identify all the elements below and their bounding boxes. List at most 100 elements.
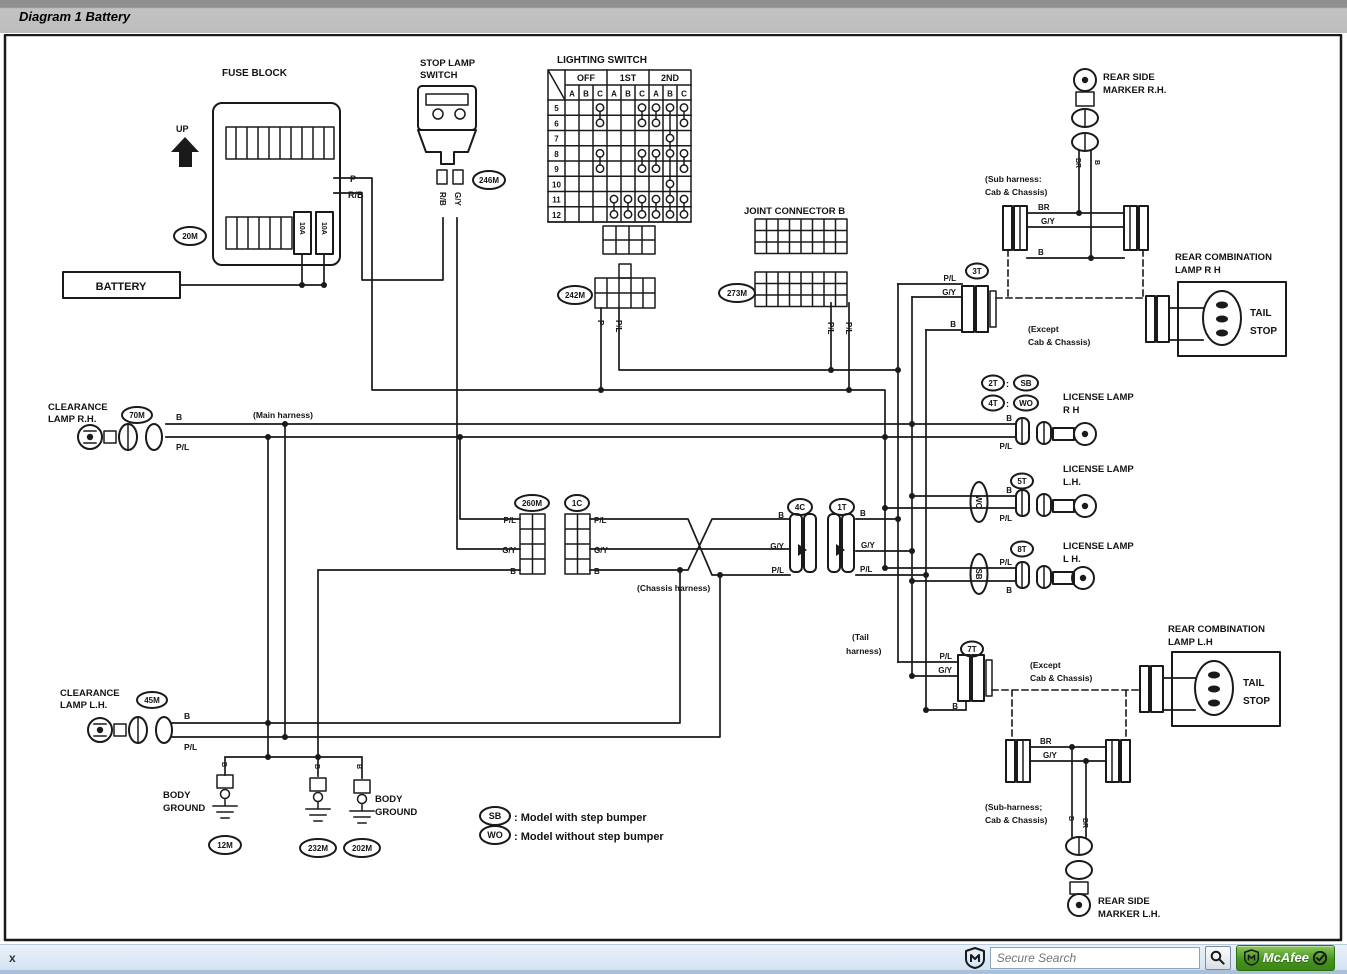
license-lamp-lh1: 5T WO LICENSE LAMP L.H. B P/L bbox=[969, 464, 1134, 523]
ground-symbols bbox=[212, 774, 375, 824]
ls-row-7: 7 bbox=[554, 135, 559, 144]
comblh-tail: TAIL bbox=[1243, 678, 1264, 689]
legend: SB : Model with step bumper WO : Model w… bbox=[479, 806, 664, 845]
license-lamp-lh2: 8T SB LICENSE LAMP L H. P/L B bbox=[969, 540, 1134, 595]
bg1-2: GROUND bbox=[163, 803, 205, 814]
legend-wo-text: : Model without step bumper bbox=[514, 831, 664, 843]
ls-term: B bbox=[667, 90, 673, 99]
ls-term: A bbox=[611, 90, 617, 99]
liclh1-1: LICENSE LAMP bbox=[1063, 464, 1134, 475]
clh-wire-b: B bbox=[184, 711, 190, 721]
c7t-gy: G/Y bbox=[938, 666, 952, 675]
comblh-1: REAR COMBINATION bbox=[1168, 624, 1265, 635]
mid-left-b: B bbox=[510, 567, 516, 576]
c3t-gy: G/Y bbox=[942, 288, 956, 297]
ls-term: B bbox=[625, 90, 631, 99]
pair-left-b: B bbox=[778, 511, 784, 520]
connector-242m: 242M bbox=[565, 291, 585, 300]
oval-wo-vert: WO bbox=[974, 495, 983, 509]
mcafee-badge-shield-icon bbox=[1243, 949, 1259, 966]
ls-row-9: 9 bbox=[554, 165, 559, 174]
rsmlh-wire-br: BR bbox=[1081, 818, 1088, 828]
mid-left-pl: P/L bbox=[504, 516, 517, 525]
secure-search-input[interactable] bbox=[989, 946, 1200, 969]
licrh-2: R H bbox=[1063, 405, 1080, 416]
licrh-pl: P/L bbox=[1000, 442, 1013, 451]
oval-4t: 4T bbox=[988, 399, 997, 408]
ls-pos-OFF: OFF bbox=[577, 73, 595, 83]
ls-row-8: 8 bbox=[554, 150, 559, 159]
pair-left-pl: P/L bbox=[772, 566, 785, 575]
oval-sb: SB bbox=[1020, 379, 1031, 388]
ls-term: A bbox=[653, 90, 659, 99]
legend-sb: SB bbox=[489, 811, 502, 821]
ls-row-12: 12 bbox=[552, 211, 561, 220]
legend-wo: WO bbox=[487, 830, 503, 840]
close-icon[interactable]: x bbox=[9, 950, 16, 965]
junction-dots bbox=[265, 210, 1094, 764]
chassis-harness-note: (Chassis harness) bbox=[637, 583, 710, 593]
rsmrh-1: REAR SIDE bbox=[1103, 72, 1155, 83]
legend-sb-text: : Model with step bumper bbox=[514, 812, 647, 824]
ls-term: A bbox=[569, 90, 575, 99]
subharness-top-1: (Sub harness: bbox=[985, 174, 1042, 184]
wire-rb-vert: R/B bbox=[438, 192, 447, 206]
connector-202m: 202M bbox=[352, 844, 372, 853]
sub-pair-bottom: BR G/Y (Sub-harness; Cab & Chassis) bbox=[985, 737, 1131, 825]
clh-2: LAMP L.H. bbox=[60, 700, 107, 711]
except-bottom-1: (Except bbox=[1030, 660, 1061, 670]
mid-right-b: B bbox=[594, 567, 600, 576]
liclh2-2: L H. bbox=[1063, 554, 1081, 565]
connector-1t: 1T bbox=[837, 503, 846, 512]
sls-title-1: STOP LAMP bbox=[420, 58, 476, 69]
connector-grids bbox=[519, 218, 848, 575]
connector-7t-id: 7T bbox=[967, 645, 976, 654]
c3t-b: B bbox=[950, 320, 956, 329]
mid-right-gy: G/Y bbox=[594, 546, 608, 555]
check-icon bbox=[1313, 950, 1327, 965]
battery: BATTERY bbox=[62, 271, 181, 299]
clh-wire-pl: P/L bbox=[184, 742, 197, 752]
diagram-border bbox=[3, 33, 1343, 942]
mcafee-brand-label: McAfee bbox=[1262, 950, 1309, 965]
license-lamp-rh: 2T : SB 4T : WO LICENSE LAMP R H B P/L bbox=[981, 374, 1134, 451]
sls-title-2: SWITCH bbox=[420, 70, 458, 81]
connector-12m: 12M bbox=[217, 841, 233, 850]
tail-harness-2: harness) bbox=[846, 646, 882, 656]
liclh1-2: L.H. bbox=[1063, 477, 1081, 488]
colon-1: : bbox=[1006, 379, 1009, 389]
combrh-stop: STOP bbox=[1250, 326, 1277, 337]
ls-pos-2ND: 2ND bbox=[661, 73, 680, 83]
ls-row-10: 10 bbox=[552, 180, 561, 189]
rear-side-marker-lh: B BR REAR SIDE MARKER L.H. bbox=[1065, 816, 1160, 920]
search-button[interactable] bbox=[1204, 945, 1231, 970]
oval-wo: WO bbox=[1019, 399, 1033, 408]
oval-2t: 2T bbox=[988, 379, 997, 388]
liclh2-pl: P/L bbox=[1000, 558, 1013, 567]
pairtop-gy: G/Y bbox=[1041, 217, 1055, 226]
connector-3t-id: 3T bbox=[972, 267, 981, 276]
bg2-2: GROUND bbox=[375, 807, 417, 818]
mcafee-badge[interactable]: McAfee bbox=[1235, 944, 1335, 971]
ls-row-5: 5 bbox=[554, 104, 559, 113]
connector-232m: 232M bbox=[308, 844, 328, 853]
lighting-switch-title: LIGHTING SWITCH bbox=[557, 55, 647, 66]
oval-5t: 5T bbox=[1017, 477, 1026, 486]
ls-term: C bbox=[597, 90, 603, 99]
body-grounds: BODY GROUND BODY GROUND B B B 12M 232M 2… bbox=[163, 762, 417, 858]
ls-term: C bbox=[681, 90, 687, 99]
oval-8t: 8T bbox=[1017, 545, 1026, 554]
rsmlh-2: MARKER L.H. bbox=[1098, 909, 1160, 920]
licrh-1: LICENSE LAMP bbox=[1063, 392, 1134, 403]
bg1-1: BODY bbox=[163, 790, 191, 801]
crh-2: LAMP R.H. bbox=[48, 414, 96, 425]
pair-right-pl: P/L bbox=[860, 565, 873, 574]
except-top-2: Cab & Chassis) bbox=[1028, 337, 1091, 347]
pairtop-b: B bbox=[1038, 248, 1044, 257]
c3t-pl: P/L bbox=[944, 274, 957, 283]
secure-search-cluster: McAfee bbox=[964, 944, 1347, 971]
comblh-2: LAMP L.H bbox=[1168, 637, 1213, 648]
subharness-top-2: Cab & Chassis) bbox=[985, 187, 1048, 197]
fuse-10a-1: 10A bbox=[298, 222, 305, 235]
